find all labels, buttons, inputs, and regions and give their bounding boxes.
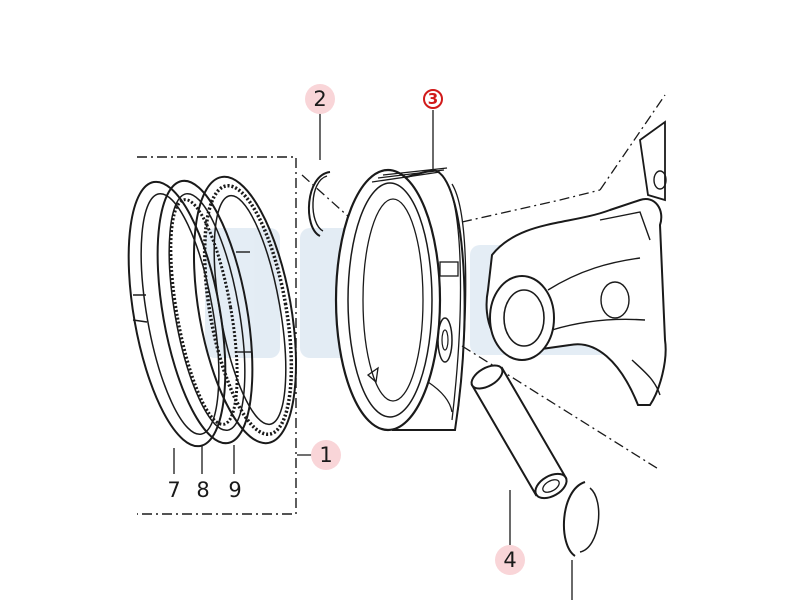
piston-pin-4 (470, 364, 568, 500)
piston-ring-8 (156, 179, 254, 445)
callout-2[interactable]: 2 (305, 84, 335, 114)
connecting-rod (485, 120, 667, 406)
ring-leaders (173, 445, 235, 474)
piston-ring-9 (192, 175, 298, 445)
callout-1[interactable]: 1 (311, 440, 341, 470)
rod-guide-line (461, 189, 601, 223)
callout-7[interactable]: 7 (167, 478, 181, 502)
circlip-2 (307, 171, 331, 237)
callout-2-label: 2 (313, 87, 327, 111)
callout-4[interactable]: 4 (495, 545, 525, 575)
callout-1-label: 1 (319, 443, 333, 467)
ring-set-bracket (137, 156, 297, 515)
circlip-second (562, 481, 600, 557)
callout-3-label: 3 (427, 90, 439, 108)
piston-3 (334, 167, 467, 432)
callout-4-label: 4 (503, 548, 517, 572)
callout-3[interactable]: 3 (418, 84, 448, 114)
callout-8[interactable]: 8 (196, 478, 210, 502)
pin-guide-line (461, 345, 661, 471)
callout-9[interactable]: 9 (228, 478, 242, 502)
rod-diagonal-guide (599, 94, 666, 191)
